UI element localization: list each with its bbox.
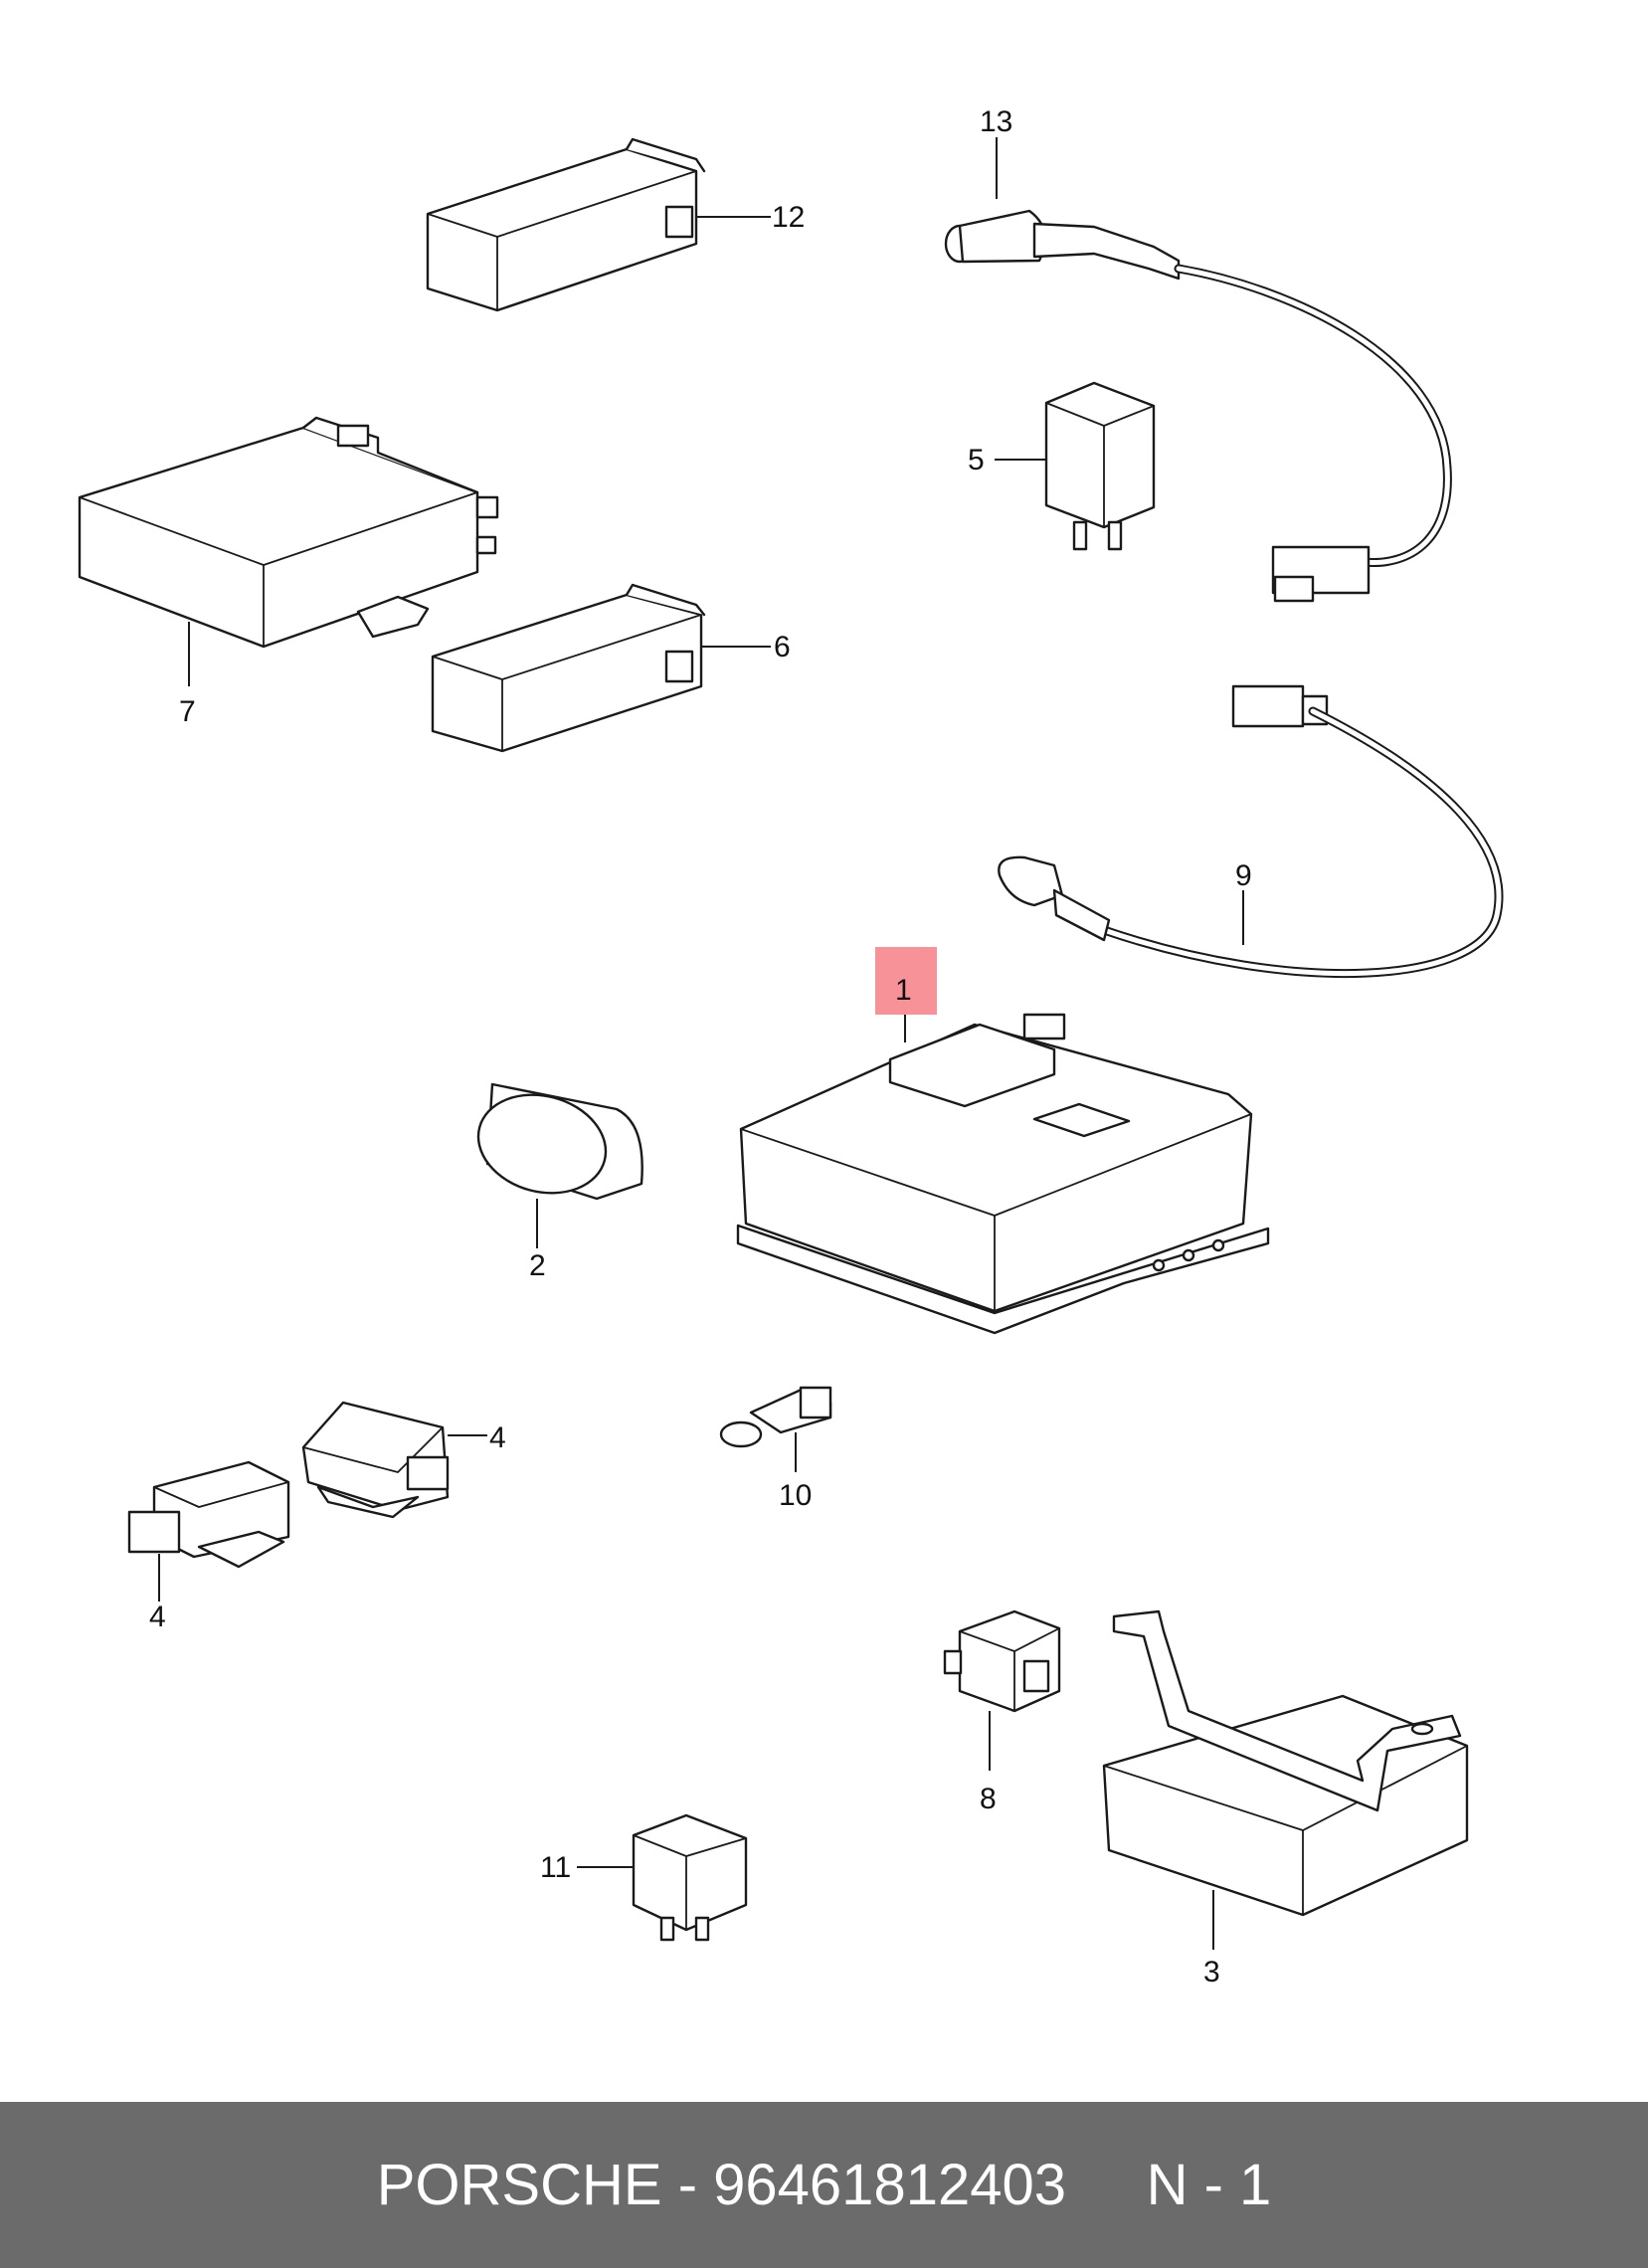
callout-4a: 4 — [489, 1421, 506, 1454]
callout-3: 3 — [1203, 1956, 1220, 1988]
footer-brand: PORSCHE — [376, 2153, 662, 2217]
footer-bar: PORSCHE - 96461812403 N - 1 — [0, 2102, 1648, 2268]
footer-position: N - 1 — [1146, 2153, 1272, 2217]
callout-2: 2 — [529, 1249, 546, 1282]
callout-6: 6 — [774, 631, 791, 663]
part-9-knock-sensor: 9 — [998, 684, 1504, 979]
part-12-control-unit: 12 — [426, 137, 805, 312]
footer-part-number: 96461812403 — [713, 2153, 1066, 2217]
callout-13: 13 — [980, 105, 1012, 138]
parts-diagram: 12 13 5 7 — [78, 105, 1504, 1988]
part-6-control-unit: 6 — [431, 583, 791, 753]
callout-7: 7 — [179, 695, 196, 728]
part-5-relay: 5 — [968, 381, 1156, 551]
callout-9: 9 — [1235, 859, 1252, 892]
part-1-engine-control-unit: 1 — [736, 947, 1270, 1335]
callout-1: 1 — [895, 974, 912, 1007]
footer-part-label: PORSCHE - 96461812403 N - 1 — [0, 2102, 1648, 2268]
part-11-relay: 11 — [540, 1813, 748, 1942]
footer-separator: - — [677, 2153, 698, 2217]
callout-5: 5 — [968, 444, 985, 476]
callout-10: 10 — [779, 1479, 812, 1512]
highlight-box — [875, 947, 937, 1015]
part-2-switch: 2 — [476, 1082, 643, 1282]
part-4-relay-lower: 4 — [127, 1460, 290, 1633]
part-4-relay-upper: 4 — [301, 1401, 506, 1519]
part-7-control-unit: 7 — [78, 416, 499, 728]
part-8-relay: 8 — [943, 1609, 1061, 1815]
callout-12: 12 — [772, 201, 805, 234]
callout-8: 8 — [980, 1783, 997, 1815]
part-10-bulb-socket: 10 — [719, 1386, 832, 1512]
part-13-speed-sensor: 13 — [944, 105, 1452, 603]
callout-11: 11 — [540, 1851, 571, 1884]
part-3-control-unit-bracket: 3 — [1102, 1609, 1469, 1988]
callout-4b: 4 — [149, 1601, 166, 1633]
